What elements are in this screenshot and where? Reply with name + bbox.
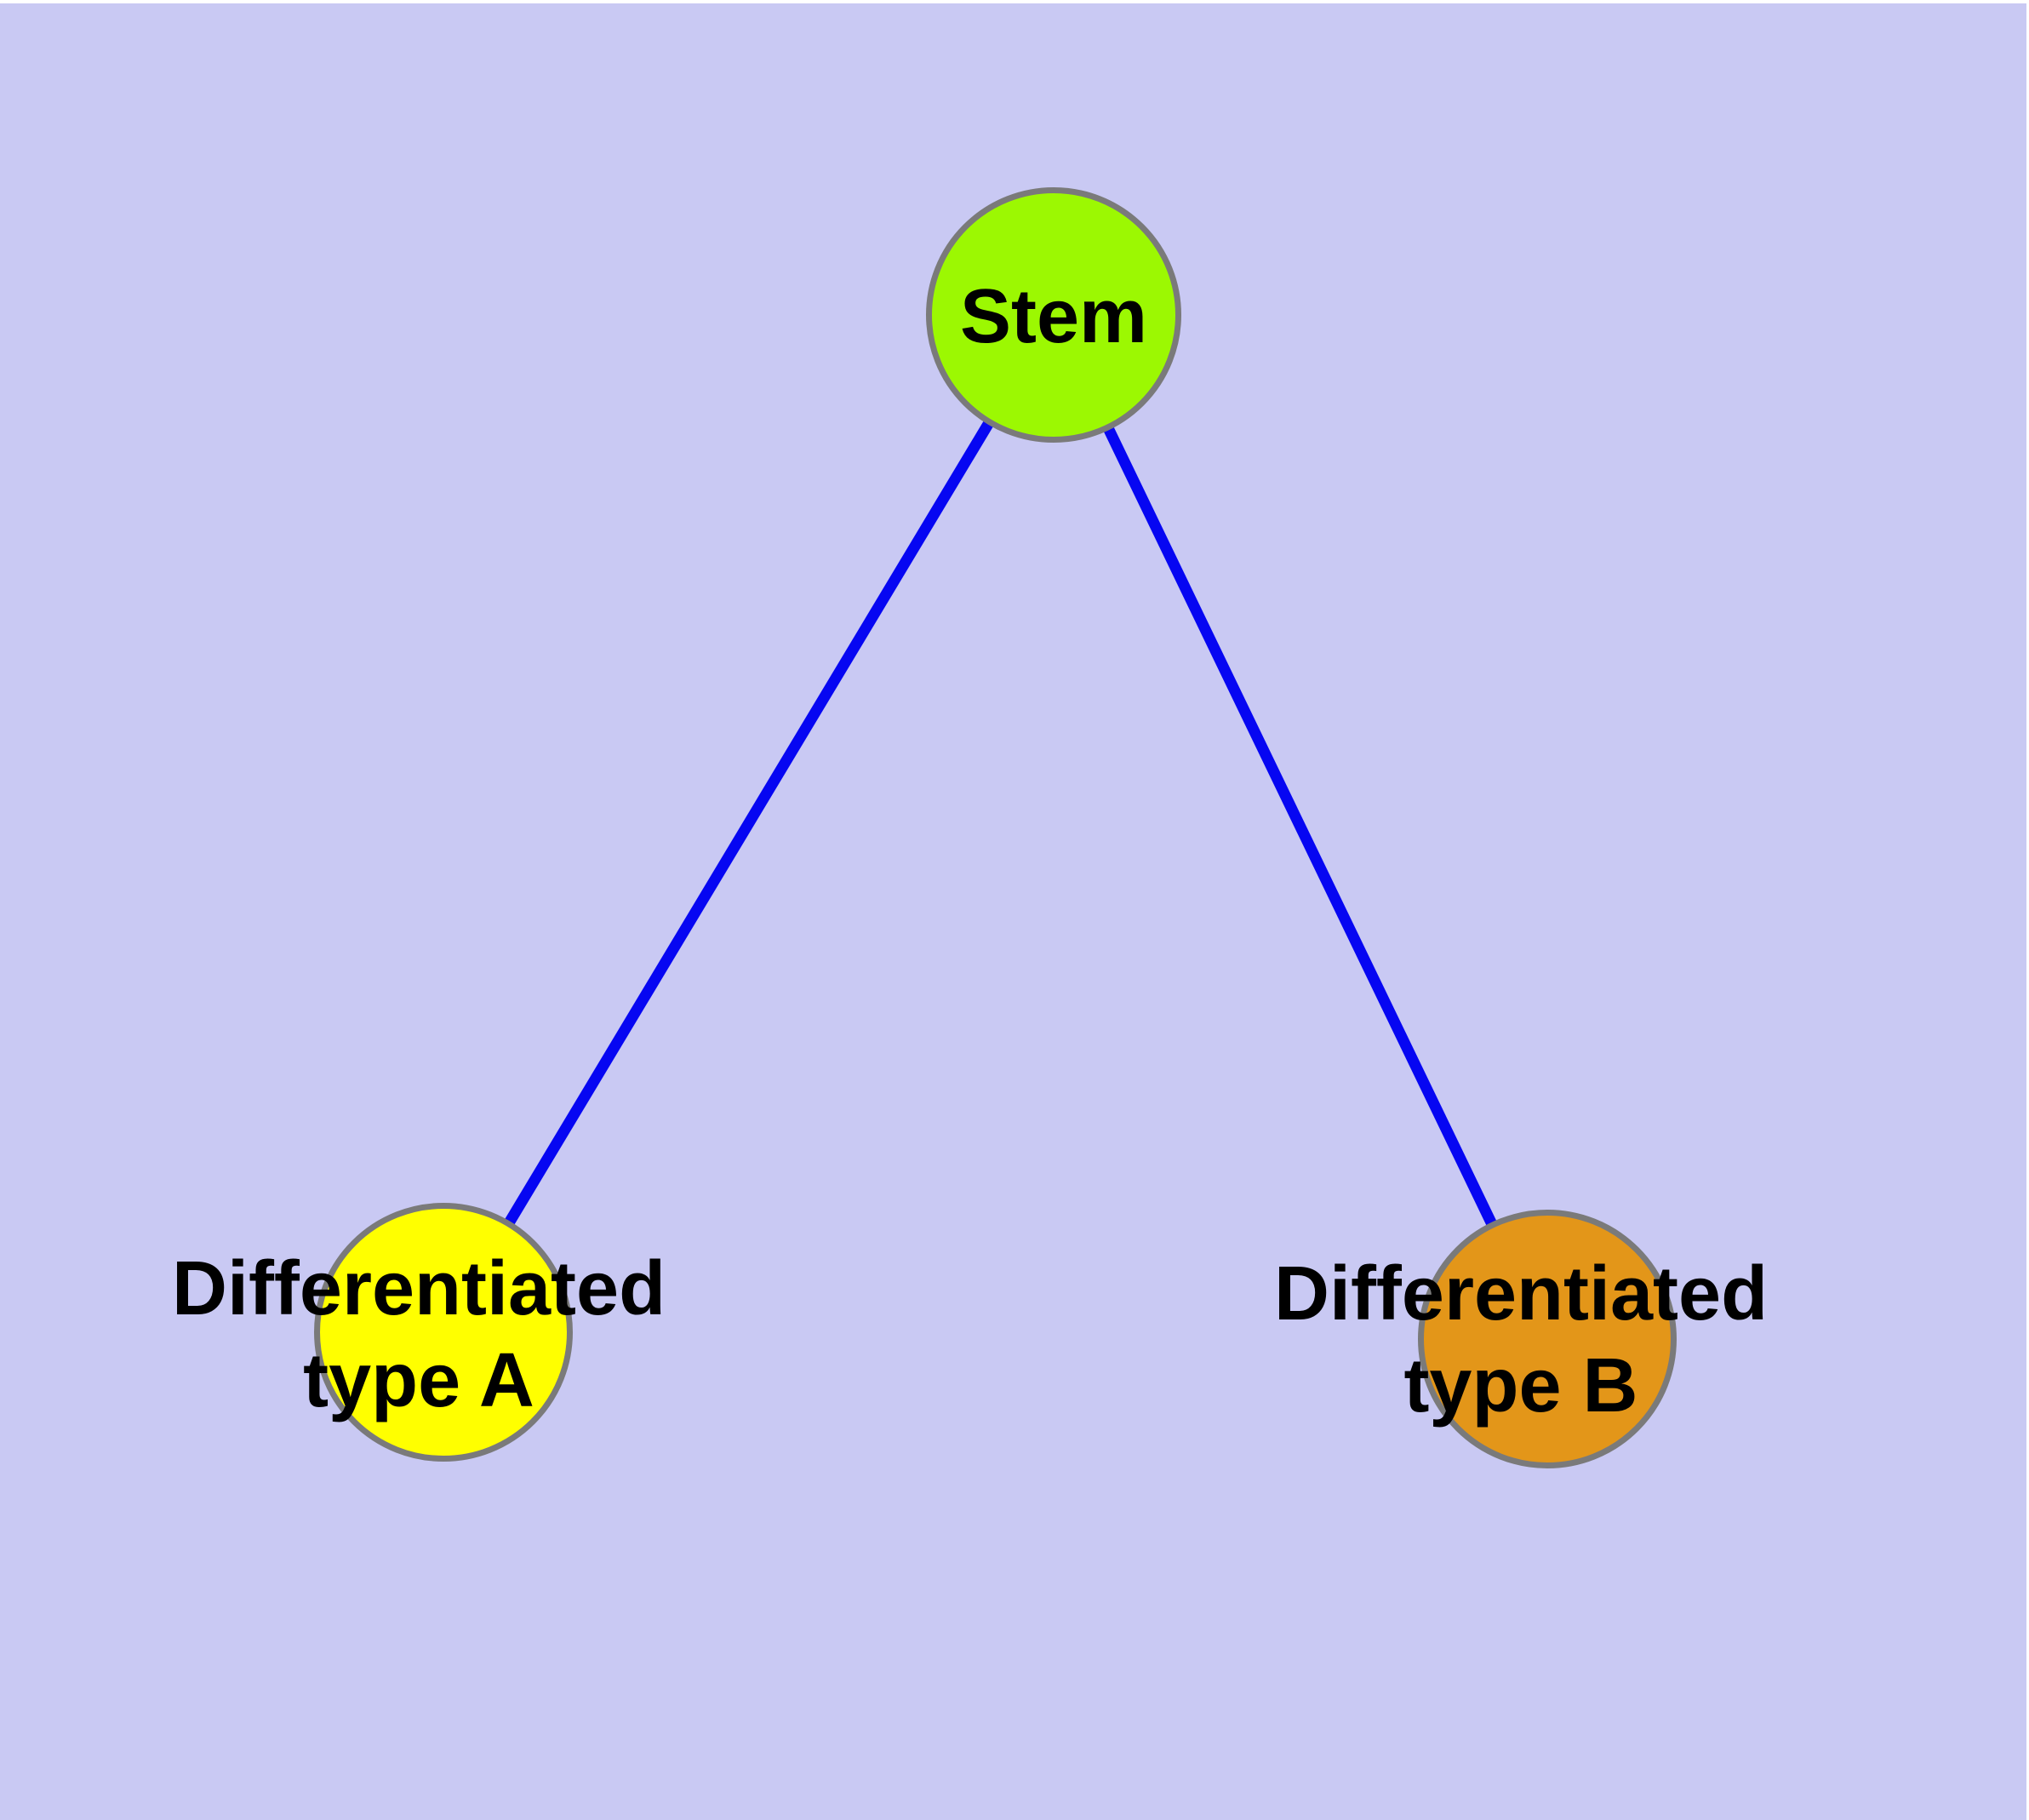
node-differentiated-type-b bbox=[1418, 1210, 1677, 1468]
node-label-differentiated-type-a: Differentiated type A bbox=[171, 1246, 666, 1423]
node-label-stem: Stem bbox=[959, 274, 1148, 359]
node-label-differentiated-type-b: Differentiated type B bbox=[1273, 1251, 1769, 1428]
node-differentiated-type-a bbox=[314, 1203, 573, 1462]
node-stem bbox=[926, 187, 1181, 443]
edge-stem-to-differentiated-type-a bbox=[438, 312, 1059, 1336]
edge-stem-to-differentiated-type-b bbox=[1049, 312, 1552, 1342]
